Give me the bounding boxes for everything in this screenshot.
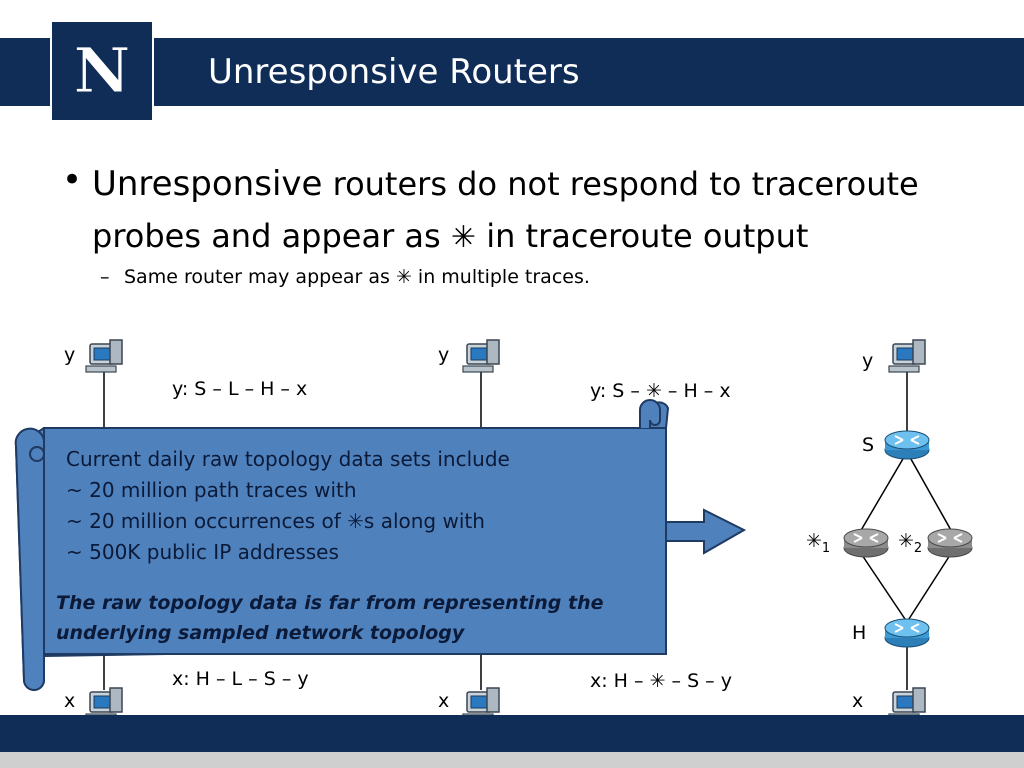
link-s-star1	[859, 451, 908, 533]
star-icon: ✳	[645, 380, 662, 402]
star-icon: ✳	[898, 530, 914, 552]
bullet-line2-post: in traceroute output	[476, 217, 809, 255]
footer-band	[0, 715, 1024, 752]
scroll-callout-shape	[14, 399, 670, 691]
sub-bullet-marker: –	[100, 266, 110, 288]
callout-emphasis: The raw topology data is far from repres…	[56, 588, 604, 648]
right-node-x-label: x	[852, 690, 864, 712]
right-arrow-icon	[659, 508, 747, 555]
middle-trace-top-post: – H – x	[661, 380, 731, 402]
callout-line: ~ 20 million path traces with	[66, 478, 357, 502]
computer-icon	[462, 339, 500, 373]
star-icon: ✳	[649, 670, 666, 692]
left-node-x-label: x	[64, 690, 76, 712]
bullet-line1-rest: routers do not respond to traceroute	[322, 165, 919, 203]
middle-trace-bottom-pre: x: H –	[590, 670, 650, 692]
link-star2-h	[906, 551, 953, 623]
middle-trace-top-pre: y: S –	[590, 380, 646, 402]
star1-subscript: 1	[821, 540, 831, 556]
bullet-word-unresponsive: Unresponsive	[92, 164, 323, 204]
middle-node-x-label: x	[438, 690, 450, 712]
computer-icon	[85, 339, 123, 373]
footer-strip	[0, 752, 1024, 768]
link-s-star2	[906, 451, 953, 533]
star1-label: ✳1	[806, 530, 830, 556]
star-icon: ✳	[395, 266, 412, 288]
router-s-label: S	[862, 434, 875, 456]
callout-text: Current daily raw topology data sets inc…	[66, 444, 510, 568]
star-icon: ✳	[450, 220, 477, 255]
callout-emphasis-line: underlying sampled network topology	[56, 622, 465, 644]
middle-trace-top: y: S – ✳ – H – x	[590, 380, 731, 402]
bullet-line2-pre: probes and appear as	[92, 217, 451, 255]
sub-pre: Same router may appear as	[124, 266, 396, 288]
right-node-y-label: y	[862, 350, 874, 372]
callout-line-pre: ~ 20 million occurrences of	[66, 509, 348, 533]
main-bullet: Unresponsive routers do not respond to t…	[92, 158, 1002, 264]
bullet-marker: •	[62, 160, 83, 200]
link-star1-h	[859, 551, 908, 623]
logo-letter: N	[74, 34, 131, 107]
star-icon: ✳	[347, 509, 364, 533]
router-h-label: H	[852, 622, 867, 644]
header-band	[0, 38, 1024, 106]
sub-bullet: Same router may appear as ✳ in multiple …	[124, 266, 590, 288]
slide-title: Unresponsive Routers	[208, 52, 580, 92]
left-trace-top: y: S – L – H – x	[172, 378, 308, 400]
router-star1-icon	[843, 528, 889, 558]
router-s-icon	[884, 430, 930, 460]
router-star2-icon	[927, 528, 973, 558]
callout-line-post: s along with	[363, 509, 485, 533]
middle-trace-bottom: x: H – ✳ – S – y	[590, 670, 732, 692]
star2-subscript: 2	[913, 540, 923, 556]
star2-label: ✳2	[898, 530, 922, 556]
callout-line: ~ 20 million occurrences of ✳s along wit…	[66, 506, 510, 537]
callout-emphasis-line: The raw topology data is far from repres…	[56, 592, 604, 614]
computer-icon	[888, 339, 926, 373]
left-node-y-label: y	[64, 344, 76, 366]
middle-trace-bottom-post: – S – y	[665, 670, 732, 692]
sub-post: in multiple traces.	[411, 266, 590, 288]
university-logo: N	[50, 20, 154, 122]
middle-node-y-label: y	[438, 344, 450, 366]
star-icon: ✳	[806, 530, 822, 552]
left-trace-bottom: x: H – L – S – y	[172, 668, 309, 690]
router-h-icon	[884, 618, 930, 648]
callout-line: Current daily raw topology data sets inc…	[66, 447, 510, 471]
callout-line: ~ 500K public IP addresses	[66, 540, 339, 564]
